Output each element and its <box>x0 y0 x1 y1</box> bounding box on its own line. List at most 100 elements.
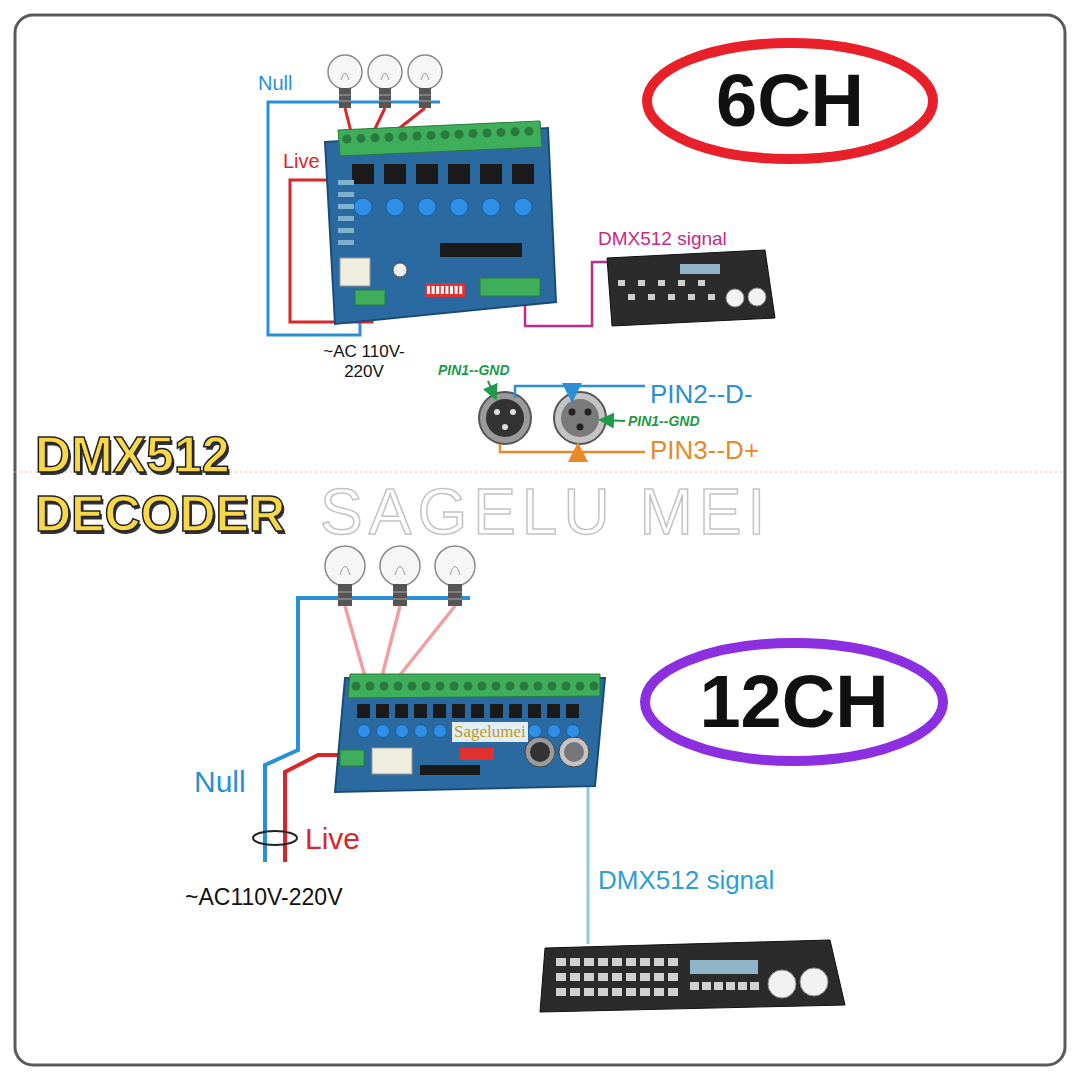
terminal-screw <box>441 130 450 139</box>
signal-label: DMX512 signal <box>598 228 727 250</box>
xlr-connector <box>494 409 500 415</box>
dmx-controller <box>680 264 720 274</box>
decoder-board <box>425 283 465 297</box>
controller-button <box>688 294 695 300</box>
triac <box>528 704 541 718</box>
controller-button <box>668 973 678 981</box>
xlr-connector <box>502 424 508 430</box>
terminal-screw <box>520 682 529 691</box>
terminal-screw <box>455 130 464 139</box>
controller-button <box>570 973 580 981</box>
controller-button <box>654 988 664 996</box>
light-bulb <box>379 101 391 102</box>
channel-badge: 6CH <box>640 36 940 166</box>
xlr-connector <box>486 399 524 437</box>
voltage-label: ~AC110V-220V <box>185 884 343 910</box>
light-bulb <box>340 567 350 576</box>
terminal-screw <box>469 129 478 138</box>
light-bulb <box>419 95 431 96</box>
load-wire <box>345 606 455 680</box>
controller-button <box>612 988 622 996</box>
decoder-board <box>530 742 550 762</box>
decoder-board <box>325 121 556 324</box>
triac <box>480 164 502 184</box>
controller-button <box>750 982 759 990</box>
decoder-board <box>348 674 600 698</box>
light-bulb <box>368 55 402 108</box>
wire-label: Live <box>283 150 320 173</box>
terminal-screw <box>464 682 473 691</box>
dmx-controller <box>607 250 775 326</box>
controller-button <box>640 973 650 981</box>
badge-text-box: 12CH <box>699 663 888 741</box>
terminal-screw <box>511 127 520 136</box>
capacitor <box>567 725 580 738</box>
light-bulb <box>325 546 365 586</box>
channel-count: 12CH <box>699 663 888 741</box>
triac <box>448 164 470 184</box>
load-wire <box>345 606 366 680</box>
light-bulb <box>448 599 462 600</box>
dip-switch <box>455 286 458 294</box>
capacitor <box>377 725 390 738</box>
terminal-screw <box>371 133 380 142</box>
triac <box>395 704 408 718</box>
dip-switch <box>459 286 462 294</box>
light-bulb <box>339 88 351 108</box>
controller-button <box>556 958 566 966</box>
load-wire <box>396 606 455 680</box>
triac <box>490 704 503 718</box>
light-bulb <box>408 55 442 89</box>
light-bulb <box>339 95 351 96</box>
capacitor <box>386 198 404 216</box>
decoder-board <box>338 121 542 156</box>
dmx-controller <box>540 940 845 1012</box>
dmx-controller <box>800 968 828 996</box>
terminal-screw <box>534 682 543 691</box>
pin-leader <box>577 447 580 452</box>
terminal-screw <box>380 682 389 691</box>
dip-switch <box>441 286 444 294</box>
capacitor <box>482 198 500 216</box>
terminal-screw <box>413 132 422 141</box>
decoder-board <box>559 737 589 767</box>
light-bulb <box>339 101 351 102</box>
terminal-screw <box>492 682 501 691</box>
terminal-screw <box>343 135 352 144</box>
dmx-controller <box>726 289 744 307</box>
watermark: SAGELU MEI <box>320 476 771 550</box>
controller-button <box>638 280 645 286</box>
terminal-screw <box>562 682 571 691</box>
light-bulb <box>393 592 407 593</box>
badge-oval <box>647 43 933 159</box>
light-bulb <box>379 88 391 108</box>
resistor <box>338 180 354 185</box>
light-bulb <box>328 55 362 108</box>
pin-leader <box>488 381 495 397</box>
controller-button <box>654 973 664 981</box>
controller-button <box>626 958 636 966</box>
terminal-screw <box>422 682 431 691</box>
decoder-board <box>325 128 556 324</box>
controller-button <box>668 958 678 966</box>
dmx-controller <box>768 970 796 998</box>
controller-button <box>612 958 622 966</box>
neutral-wire <box>265 598 470 862</box>
channel-badge: 12CH <box>638 636 950 768</box>
title: DMX512 DECODER <box>35 426 335 544</box>
xlr-connector <box>577 424 584 431</box>
load-wire <box>381 606 400 680</box>
controller-button <box>714 982 723 990</box>
wire-label: Null <box>194 765 246 800</box>
terminal-screw <box>548 682 557 691</box>
controller-button <box>668 988 678 996</box>
light-bulb <box>393 584 407 606</box>
decoder-board <box>340 750 364 766</box>
terminal-screw <box>576 682 585 691</box>
light-bulb <box>435 546 475 606</box>
light-bulb <box>448 592 462 593</box>
decoder-board <box>460 748 494 760</box>
triac <box>509 704 522 718</box>
pin-leader <box>571 386 574 398</box>
light-bulb <box>435 546 475 586</box>
